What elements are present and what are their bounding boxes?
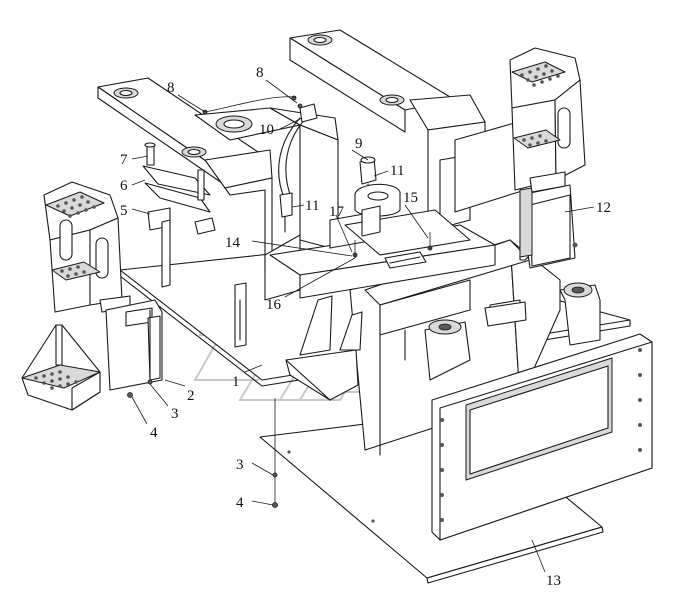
bracket-plate-right [354,183,401,237]
callout-5: 5 [120,203,128,219]
cradle-bracket [285,295,363,401]
lower-step-grating [34,370,78,390]
callout-7: 7 [120,152,128,168]
callout-10: 10 [259,122,274,138]
callout-8-left: 8 [167,80,175,96]
step-bracket [105,299,163,391]
step-lower-left [21,324,101,411]
hydraulic-hose-10 [278,103,318,233]
callout-17: 17 [329,204,345,220]
callout-4-bottom: 4 [236,495,244,511]
callout-12: 12 [596,200,611,216]
callout-16: 16 [266,297,282,313]
hanger-bracket [142,142,216,288]
top-beam-middle [194,107,339,251]
callout-1: 1 [232,374,240,390]
left-step-grating-top [56,195,96,218]
callout-14: 14 [225,235,241,251]
callout-11-left: 11 [305,198,319,214]
front-frame-panel [431,333,653,541]
fitting-9 [359,156,377,196]
side-beam-left [234,282,247,348]
callout-15: 15 [403,190,418,206]
callout-4-left: 4 [150,425,158,441]
callout-2: 2 [187,388,195,404]
left-step-grating-mid [60,265,86,278]
right-post [559,282,601,346]
step-stand-left [43,181,131,313]
top-beam-left [97,77,273,271]
callout-9: 9 [355,136,363,152]
center-lift-bracket [424,301,527,381]
step-grating-mid [522,134,548,147]
frame-bolt-holes [440,348,642,522]
callout-labels: 1 2 3 3 4 4 5 6 7 8 8 9 10 11 11 12 13 1… [120,65,611,589]
callout-3-left: 3 [171,406,179,422]
callout-3-bottom: 3 [236,457,244,473]
callout-6: 6 [120,178,128,194]
callout-11-right: 11 [390,163,404,179]
callout-8-top: 8 [256,65,264,81]
callout-13: 13 [546,573,561,589]
step-stand-upper-right [509,47,586,193]
step-grating-top [520,64,560,87]
leader-lines [131,79,595,573]
